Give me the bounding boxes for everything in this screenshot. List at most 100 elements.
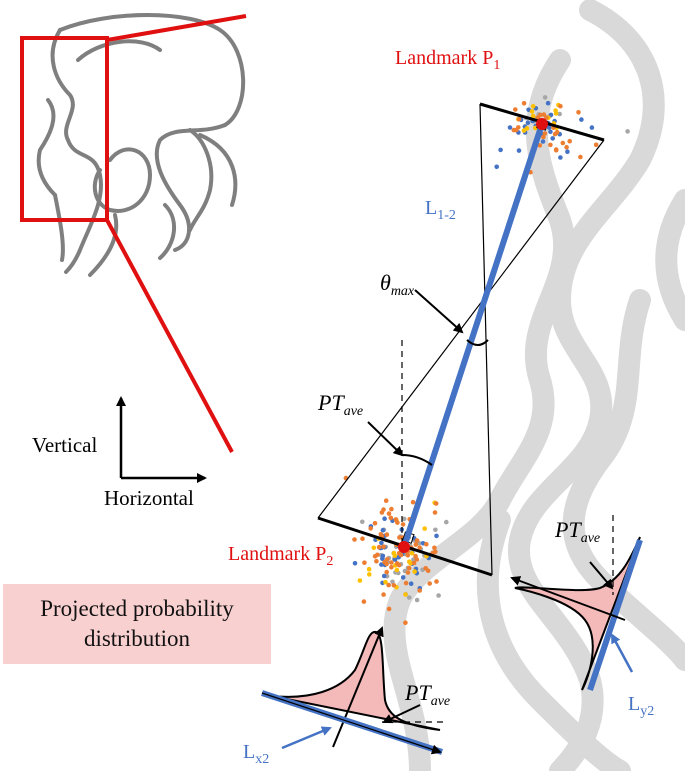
cloud-point [537, 143, 543, 148]
cloud-point [550, 136, 555, 141]
cloud-point [366, 566, 372, 572]
cloud-point [434, 579, 439, 584]
cloud-point [396, 562, 402, 568]
cloud-point [403, 620, 408, 625]
cloud-point [357, 578, 363, 583]
zoom-indicator [20, 14, 247, 453]
cloud-point [382, 516, 387, 521]
cloud-point [530, 104, 536, 109]
cloud-point [553, 111, 559, 116]
cloud-point [403, 580, 409, 586]
cloud-point [400, 575, 406, 580]
cloud-point [432, 545, 437, 551]
cloud-point [529, 109, 535, 114]
cloud-point [352, 537, 357, 542]
legend-line-2: distribution [83, 626, 191, 651]
cloud-point [434, 533, 439, 539]
bone-band-2 [383, 49, 576, 771]
label-landmark-p1: Landmark P1 [395, 47, 500, 73]
cloud-point [553, 147, 559, 153]
cloud-point [530, 113, 536, 119]
cloud-point [521, 101, 527, 106]
bone-band-1 [507, 0, 665, 771]
pt-pointer-arrow [367, 421, 404, 457]
lx2-pointer-arrow [281, 726, 332, 750]
distribution-x2 [261, 626, 448, 755]
cloud-point [389, 565, 394, 570]
cloud-point [433, 549, 438, 554]
cloud-point [381, 507, 386, 512]
pt-y2-pointer-arrow [589, 561, 614, 590]
cloud-point [576, 110, 581, 115]
legend-line-1: Projected probability [40, 596, 234, 621]
cloud-point [410, 499, 416, 505]
label-lx2: Lx2 [243, 741, 269, 767]
zoom-box [20, 36, 109, 222]
cone-edge-left [479, 103, 493, 576]
label-horizontal: Horizontal [104, 486, 194, 510]
cloud-point [432, 510, 438, 515]
cloud-point [557, 111, 562, 117]
cloud-point [368, 526, 374, 531]
cloud-point [560, 140, 566, 146]
cloud-point [380, 556, 385, 561]
cloud-point [362, 560, 367, 565]
cloud-point [381, 544, 386, 549]
cloud-point [525, 120, 531, 125]
landmark-p2-point [398, 541, 410, 553]
label-pt-ave-y2: PTave [554, 517, 600, 546]
cloud-point [558, 155, 563, 160]
cloud-point [414, 597, 420, 603]
cloud-point [511, 127, 517, 133]
cloud-point [384, 532, 390, 537]
cloud-point [542, 131, 548, 136]
cloud-point [436, 593, 441, 598]
cloud-point [414, 538, 420, 543]
cloud-point [360, 536, 365, 541]
cloud-point [548, 142, 553, 148]
cloud-point [379, 540, 384, 546]
cloud-point [372, 521, 378, 526]
cloud-point [540, 139, 546, 144]
cloud-point [393, 517, 399, 522]
cloud-point [413, 542, 419, 547]
cloud-point [578, 154, 583, 160]
cloud-point [516, 116, 522, 122]
label-vertical: Vertical [32, 433, 97, 457]
landmark-p1-point-cloud [494, 95, 630, 175]
cloud-point [521, 128, 527, 133]
cloud-point [383, 579, 388, 585]
cloud-point [371, 545, 377, 551]
cloud-point [494, 164, 500, 170]
cloud-point [372, 554, 378, 559]
cloud-point [400, 522, 406, 527]
cloud-point [545, 100, 551, 106]
legend-projected-probability: Projected probability distribution [3, 584, 271, 664]
cloud-point [386, 511, 392, 516]
theta-pointer-arrow [414, 289, 464, 334]
cloud-point [401, 516, 407, 522]
cloud-point [565, 149, 570, 154]
cloud-point [538, 112, 543, 118]
cloud-point [564, 144, 569, 150]
cloud-point [593, 142, 599, 148]
cloud-point [408, 581, 414, 586]
pelvis-outline [36, 13, 246, 277]
label-pt-ave-main: PTave [317, 390, 363, 419]
cloud-point [516, 125, 521, 130]
cloud-point [381, 592, 386, 597]
theta-angle-arc [466, 339, 489, 346]
landmark-p1-point [536, 118, 548, 130]
distribution-x2-axis [332, 626, 384, 748]
cloud-point [389, 506, 394, 512]
cloud-point [423, 566, 429, 571]
line-ly2 [587, 539, 643, 691]
cloud-point [411, 557, 416, 562]
cloud-point [396, 550, 402, 556]
cloud-point [367, 572, 372, 577]
cloud-point [433, 527, 438, 533]
cloud-point [391, 550, 397, 556]
cloud-point [361, 599, 367, 604]
cloud-point [625, 129, 630, 134]
